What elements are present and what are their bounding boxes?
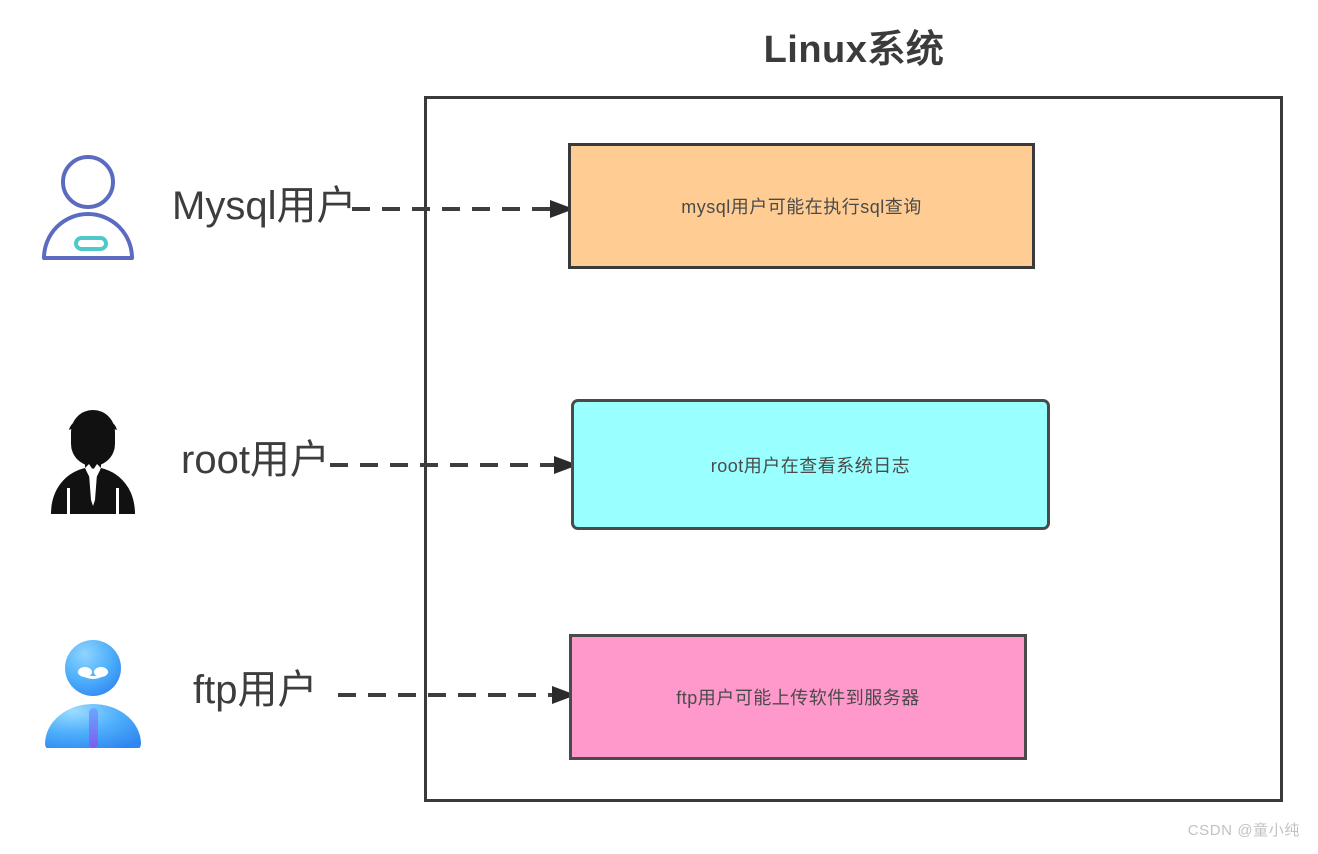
- businessman-silhouette-icon: [35, 402, 151, 518]
- page-title: Linux系统: [763, 29, 945, 71]
- activity-text-ftp: ftp用户可能上传软件到服务器: [676, 688, 920, 708]
- user-row-mysql: Mysql用户: [30, 148, 356, 264]
- activity-box-ftp: ftp用户可能上传软件到服务器: [569, 634, 1027, 760]
- user-outline-icon: [30, 148, 146, 264]
- activity-box-root: root用户在查看系统日志: [571, 399, 1050, 530]
- watermark: CSDN @童小纯: [1187, 822, 1300, 839]
- activity-box-mysql: mysql用户可能在执行sql查询: [568, 143, 1035, 269]
- user-label-root: root用户: [181, 438, 330, 482]
- user-row-ftp: ftp用户: [35, 632, 318, 750]
- activity-text-root: root用户在查看系统日志: [710, 455, 911, 476]
- user-label-ftp: ftp用户: [193, 668, 318, 712]
- user-row-root: root用户: [35, 402, 330, 518]
- connector-arrow-mysql: [352, 198, 574, 220]
- connector-arrow-ftp: [338, 684, 576, 706]
- activity-text-mysql: mysql用户可能在执行sql查询: [681, 197, 922, 217]
- connector-arrow-root: [330, 454, 578, 476]
- user-avatar-blue-icon: [35, 632, 151, 750]
- user-label-mysql: Mysql用户: [172, 184, 357, 228]
